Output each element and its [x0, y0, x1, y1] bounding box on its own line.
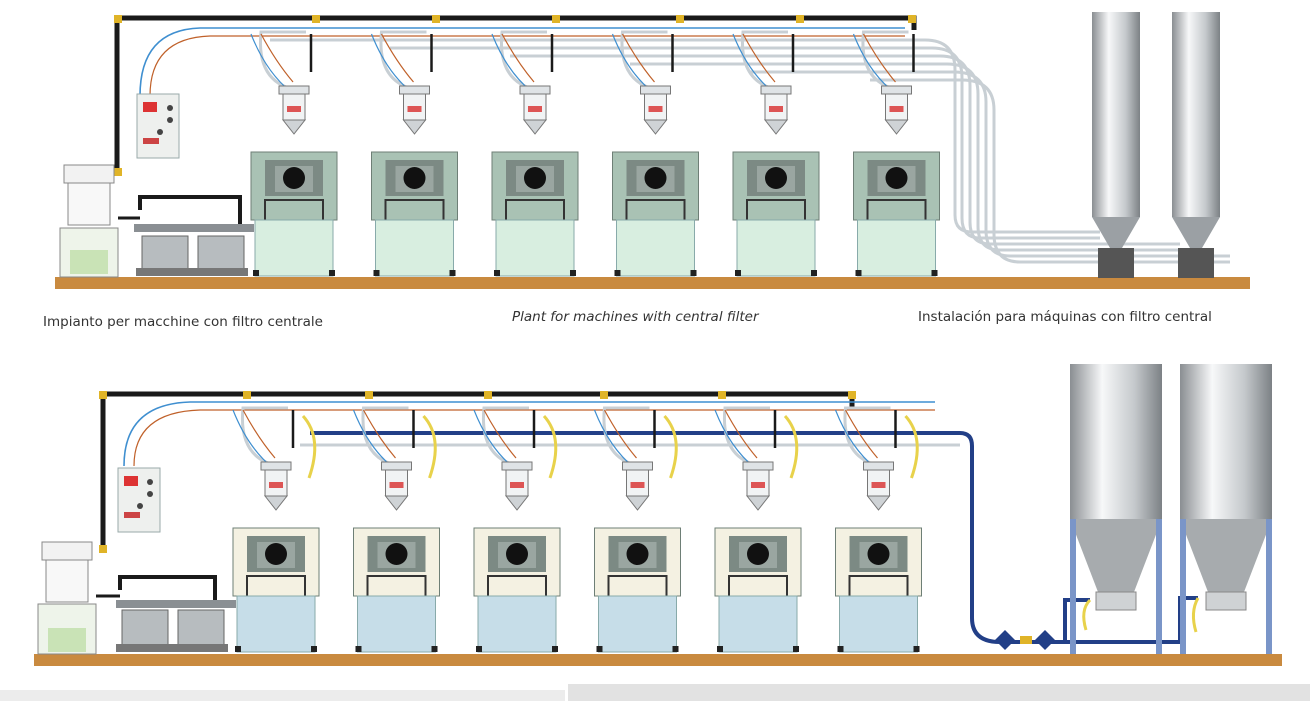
injection-machine	[732, 30, 820, 277]
air-line-bottom	[123, 401, 935, 467]
silos-top	[1092, 12, 1220, 278]
caption-italian: Impianto per macchine con filtro central…	[43, 314, 323, 330]
floor-top	[55, 277, 1250, 289]
injection-machine	[611, 30, 699, 277]
central-filter-bottom	[37, 541, 97, 655]
injection-machine	[232, 406, 320, 653]
material-tube-bundle-top	[270, 38, 1230, 264]
signal-line-bottom	[133, 409, 935, 467]
trunk-fittings-top	[114, 15, 916, 176]
control-panel-bottom	[117, 467, 161, 533]
injection-machine	[250, 30, 338, 277]
injection-machine	[370, 30, 458, 277]
injection-machine	[473, 406, 561, 653]
injection-machine	[834, 406, 922, 653]
silos-bottom	[1070, 364, 1272, 654]
bottom-strip-left	[0, 690, 565, 701]
bottom-strip-right	[568, 684, 1310, 701]
vacuum-pumps-top	[118, 195, 254, 276]
caption-english: Plant for machines with central filter	[512, 309, 760, 325]
floor-bottom	[34, 654, 1282, 666]
vacuum-pumps-bottom	[96, 575, 236, 652]
machines-top	[250, 30, 940, 277]
injection-machine	[352, 406, 440, 653]
caption-spanish: Instalación para máquinas con filtro cen…	[918, 309, 1212, 325]
bottom-diagram	[34, 364, 1282, 666]
injection-machine	[593, 406, 681, 653]
central-filter-top	[59, 164, 119, 278]
valves-bottom	[995, 630, 1055, 650]
control-panel-top	[136, 93, 180, 159]
injection-machine	[714, 406, 802, 653]
injection-machine	[852, 30, 940, 277]
signal-line-top	[149, 35, 905, 97]
trunk-fittings-bottom	[99, 391, 856, 553]
air-line-top	[139, 27, 905, 97]
main-vacuum-line-top	[114, 15, 917, 172]
injection-machine	[491, 30, 579, 277]
top-diagram	[55, 12, 1250, 289]
machines-bottom	[232, 406, 922, 653]
